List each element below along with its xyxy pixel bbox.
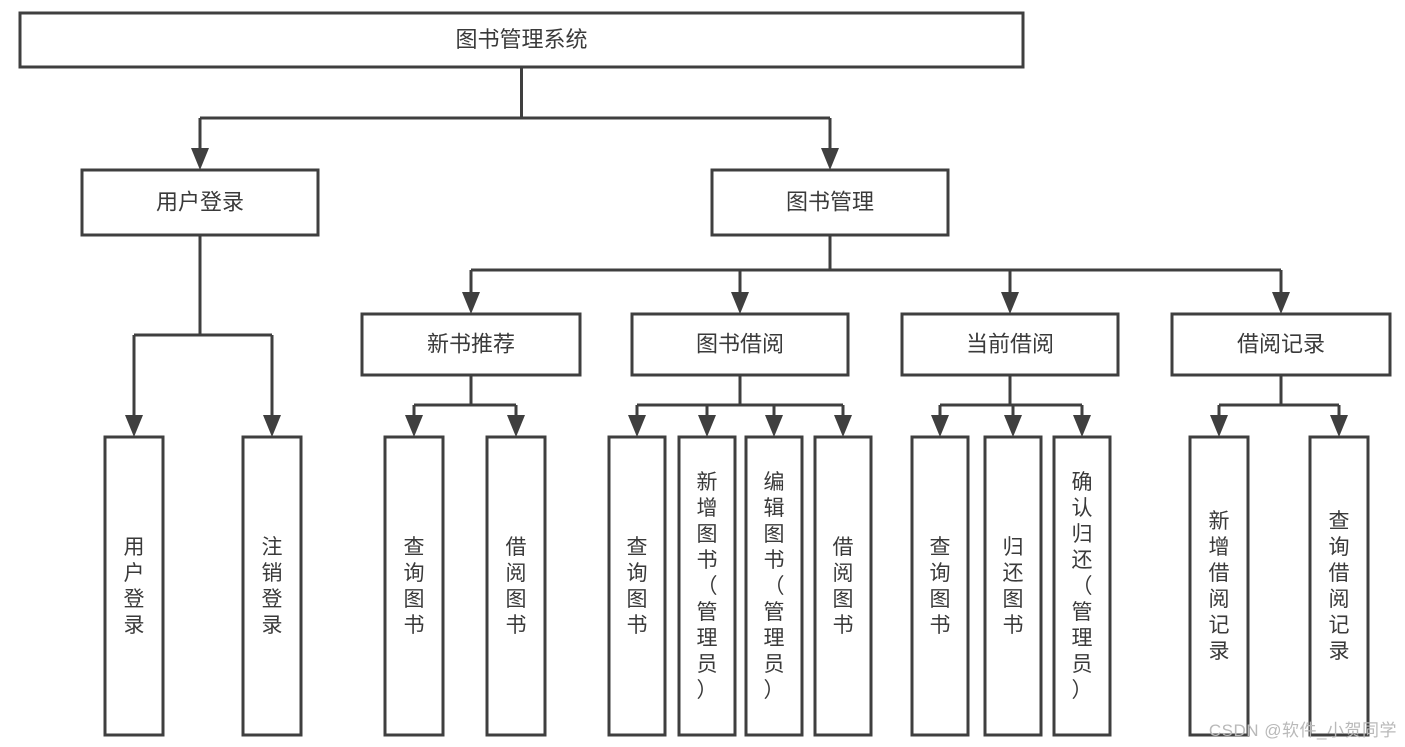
connector-layer bbox=[125, 67, 1348, 437]
current-borrow-to-leaves-arrow-icon bbox=[931, 415, 949, 437]
node-leaf-edit-book-admin[interactable]: 编辑图书（管理员） bbox=[744, 435, 804, 737]
node-borrow-record-label: 借阅记录 bbox=[1237, 331, 1325, 356]
node-leaf-query-book-1[interactable]: 查询图书 bbox=[383, 435, 445, 737]
node-leaf-add-borrow-record-label: 新增借阅记录 bbox=[1209, 510, 1230, 663]
node-current-borrow-box[interactable] bbox=[900, 312, 1120, 377]
node-leaf-user-login[interactable]: 用户登录 bbox=[103, 435, 165, 737]
node-leaf-borrow-book-1[interactable]: 借阅图书 bbox=[485, 435, 547, 737]
node-leaf-return-book[interactable]: 归还图书 bbox=[983, 435, 1043, 737]
root-to-level2-arrow-icon bbox=[191, 148, 209, 170]
node-current-borrow-label: 当前借阅 bbox=[966, 331, 1054, 356]
node-leaf-query-book-3-box[interactable] bbox=[910, 435, 970, 737]
node-leaf-borrow-book-1-label: 借阅图书 bbox=[506, 536, 527, 637]
node-leaf-add-book-admin-label: 新增图书（管理员） bbox=[697, 471, 718, 702]
node-leaf-user-logout-label: 注销登录 bbox=[262, 536, 283, 637]
node-leaf-query-book-2[interactable]: 查询图书 bbox=[607, 435, 667, 737]
book-borrow-to-leaves-arrow-icon bbox=[628, 415, 646, 437]
node-root-label: 图书管理系统 bbox=[455, 27, 587, 52]
new-book-recommend-to-leaves-arrow-icon bbox=[507, 415, 525, 437]
node-layer: 图书管理系统用户登录图书管理新书推荐图书借阅当前借阅借阅记录用户登录注销登录查询… bbox=[18, 11, 1392, 737]
node-root[interactable]: 图书管理系统 bbox=[18, 11, 1025, 69]
user-login-to-leaves-arrow-icon bbox=[263, 415, 281, 437]
node-leaf-query-book-3-label: 查询图书 bbox=[930, 536, 951, 637]
book-borrow-to-leaves-arrow-icon bbox=[834, 415, 852, 437]
node-leaf-confirm-return-admin-label: 确认归还（管理员） bbox=[1072, 471, 1093, 702]
borrow-record-to-leaves-arrow-icon bbox=[1210, 415, 1228, 437]
book-manage-to-level3-arrow-icon bbox=[1272, 292, 1290, 314]
node-borrow-record[interactable]: 借阅记录 bbox=[1170, 312, 1392, 377]
node-leaf-user-logout-box[interactable] bbox=[241, 435, 303, 737]
node-book-manage-box[interactable] bbox=[710, 168, 950, 237]
node-leaf-add-borrow-record[interactable]: 新增借阅记录 bbox=[1188, 435, 1250, 737]
node-borrow-record-box[interactable] bbox=[1170, 312, 1392, 377]
node-leaf-query-book-1-label: 查询图书 bbox=[404, 536, 425, 637]
node-leaf-add-borrow-record-box[interactable] bbox=[1188, 435, 1250, 737]
node-current-borrow[interactable]: 当前借阅 bbox=[900, 312, 1120, 377]
book-borrow-to-leaves-arrow-icon bbox=[698, 415, 716, 437]
node-leaf-query-book-1-box[interactable] bbox=[383, 435, 445, 737]
node-user-login[interactable]: 用户登录 bbox=[80, 168, 320, 237]
node-leaf-query-borrow-record-box[interactable] bbox=[1308, 435, 1370, 737]
node-user-login-box[interactable] bbox=[80, 168, 320, 237]
node-leaf-user-login-box[interactable] bbox=[103, 435, 165, 737]
node-leaf-confirm-return-admin[interactable]: 确认归还（管理员） bbox=[1052, 435, 1112, 737]
node-leaf-borrow-book-1-box[interactable] bbox=[485, 435, 547, 737]
user-login-to-leaves-arrow-icon bbox=[125, 415, 143, 437]
node-book-manage-label: 图书管理 bbox=[786, 189, 874, 214]
node-leaf-borrow-book-2[interactable]: 借阅图书 bbox=[813, 435, 873, 737]
node-leaf-query-book-2-label: 查询图书 bbox=[627, 536, 648, 637]
book-manage-to-level3-arrow-icon bbox=[1001, 292, 1019, 314]
node-leaf-borrow-book-2-label: 借阅图书 bbox=[833, 536, 854, 637]
current-borrow-to-leaves-arrow-icon bbox=[1004, 415, 1022, 437]
node-leaf-query-borrow-record[interactable]: 查询借阅记录 bbox=[1308, 435, 1370, 737]
node-book-borrow-box[interactable] bbox=[630, 312, 850, 377]
node-book-borrow-label: 图书借阅 bbox=[696, 331, 784, 356]
node-leaf-return-book-box[interactable] bbox=[983, 435, 1043, 737]
node-leaf-query-book-3[interactable]: 查询图书 bbox=[910, 435, 970, 737]
book-borrow-to-leaves-arrow-icon bbox=[765, 415, 783, 437]
new-book-recommend-to-leaves-arrow-icon bbox=[405, 415, 423, 437]
node-leaf-add-book-admin-box[interactable] bbox=[677, 435, 737, 737]
node-leaf-query-borrow-record-label: 查询借阅记录 bbox=[1329, 510, 1350, 663]
node-leaf-return-book-label: 归还图书 bbox=[1003, 536, 1024, 637]
node-new-book-recommend-box[interactable] bbox=[360, 312, 582, 377]
node-root-box[interactable] bbox=[18, 11, 1025, 69]
node-leaf-user-logout[interactable]: 注销登录 bbox=[241, 435, 303, 737]
borrow-record-to-leaves-arrow-icon bbox=[1330, 415, 1348, 437]
book-manage-to-level3-arrow-icon bbox=[462, 292, 480, 314]
node-book-borrow[interactable]: 图书借阅 bbox=[630, 312, 850, 377]
node-leaf-query-book-2-box[interactable] bbox=[607, 435, 667, 737]
csdn-watermark: CSDN @软件_小贺同学 bbox=[1208, 721, 1397, 740]
node-leaf-edit-book-admin-label: 编辑图书（管理员） bbox=[764, 471, 785, 702]
node-leaf-borrow-book-2-box[interactable] bbox=[813, 435, 873, 737]
node-user-login-label: 用户登录 bbox=[156, 189, 244, 214]
node-book-manage[interactable]: 图书管理 bbox=[710, 168, 950, 237]
node-leaf-add-book-admin[interactable]: 新增图书（管理员） bbox=[677, 435, 737, 737]
node-leaf-confirm-return-admin-box[interactable] bbox=[1052, 435, 1112, 737]
node-new-book-recommend[interactable]: 新书推荐 bbox=[360, 312, 582, 377]
root-to-level2-arrow-icon bbox=[821, 148, 839, 170]
current-borrow-to-leaves-arrow-icon bbox=[1073, 415, 1091, 437]
node-leaf-edit-book-admin-box[interactable] bbox=[744, 435, 804, 737]
book-manage-to-level3-arrow-icon bbox=[731, 292, 749, 314]
node-leaf-user-login-label: 用户登录 bbox=[124, 536, 145, 637]
node-new-book-recommend-label: 新书推荐 bbox=[427, 331, 515, 356]
